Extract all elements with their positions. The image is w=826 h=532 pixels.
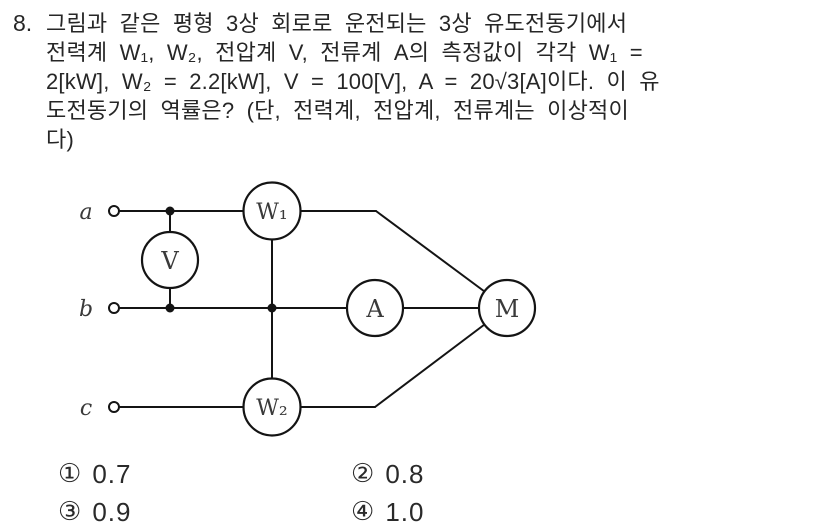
choice-4[interactable]: ④ 1.0: [351, 499, 424, 525]
choice-3-value: 0.9: [92, 497, 132, 527]
junction-dot: [165, 303, 175, 313]
phase-a-terminal: [108, 205, 120, 217]
wattmeter2-circle: [242, 377, 302, 437]
motor-circle: [477, 278, 537, 338]
choice-1-value: 0.7: [92, 459, 132, 489]
circuit-wires: [118, 210, 486, 408]
junction-dot: [165, 206, 175, 216]
wattmeter2-label: W₂: [256, 396, 287, 421]
wire-phase-c-diagonal: [374, 323, 486, 408]
wattmeter1-label: W₁: [256, 200, 287, 225]
choice-4-marker: ④: [351, 497, 375, 527]
question-line: 그림과 같은 평형 3상 회로로 운전되는 3상 유도전동기에서: [46, 11, 628, 36]
circuit-meters: [140, 181, 537, 437]
phase-c-terminal: [108, 401, 120, 413]
question-line: 2[kW], W₂ = 2.2[kW], V = 100[V], A = 20√…: [46, 69, 660, 94]
choice-3[interactable]: ③ 0.9: [58, 499, 131, 525]
choice-2-marker: ②: [351, 459, 375, 489]
question-text: 그림과 같은 평형 3상 회로로 운전되는 3상 유도전동기에서 전력계 W₁,…: [46, 9, 660, 154]
junction-dot: [267, 303, 277, 313]
phase-a-label: a: [79, 200, 92, 225]
choice-2-value: 0.8: [385, 459, 425, 489]
question-line: 전력계 W₁, W₂, 전압계 V, 전류계 A의 측정값이 각각 W₁ =: [46, 40, 643, 65]
circuit-junctions: [165, 206, 277, 313]
circuit-labels: a b c W₁ V A M W₂: [79, 200, 519, 421]
ammeter-label: A: [365, 295, 384, 323]
choice-4-value: 1.0: [385, 497, 425, 527]
ammeter-circle: [345, 278, 405, 338]
circuit-terminals: [108, 205, 120, 413]
phase-b-terminal: [108, 302, 120, 314]
phase-c-label: c: [80, 396, 92, 421]
question-line: 도전동기의 역률은? (단, 전력계, 전압계, 전류계는 이상적이: [46, 98, 629, 123]
question-block: 8. 그림과 같은 평형 3상 회로로 운전되는 3상 유도전동기에서 전력계 …: [13, 9, 660, 154]
choice-1-marker: ①: [58, 459, 82, 489]
question-line: 다): [46, 127, 74, 152]
motor-label: M: [495, 295, 520, 323]
voltmeter-label: V: [160, 247, 179, 275]
wattmeter1-circle: [242, 181, 302, 241]
choice-2[interactable]: ② 0.8: [351, 461, 424, 487]
phase-b-label: b: [79, 297, 93, 322]
wire-phase-a-diagonal: [375, 210, 486, 293]
choice-1[interactable]: ① 0.7: [58, 461, 131, 487]
choice-3-marker: ③: [58, 497, 82, 527]
voltmeter-circle: [140, 230, 200, 290]
question-number: 8.: [13, 10, 33, 36]
